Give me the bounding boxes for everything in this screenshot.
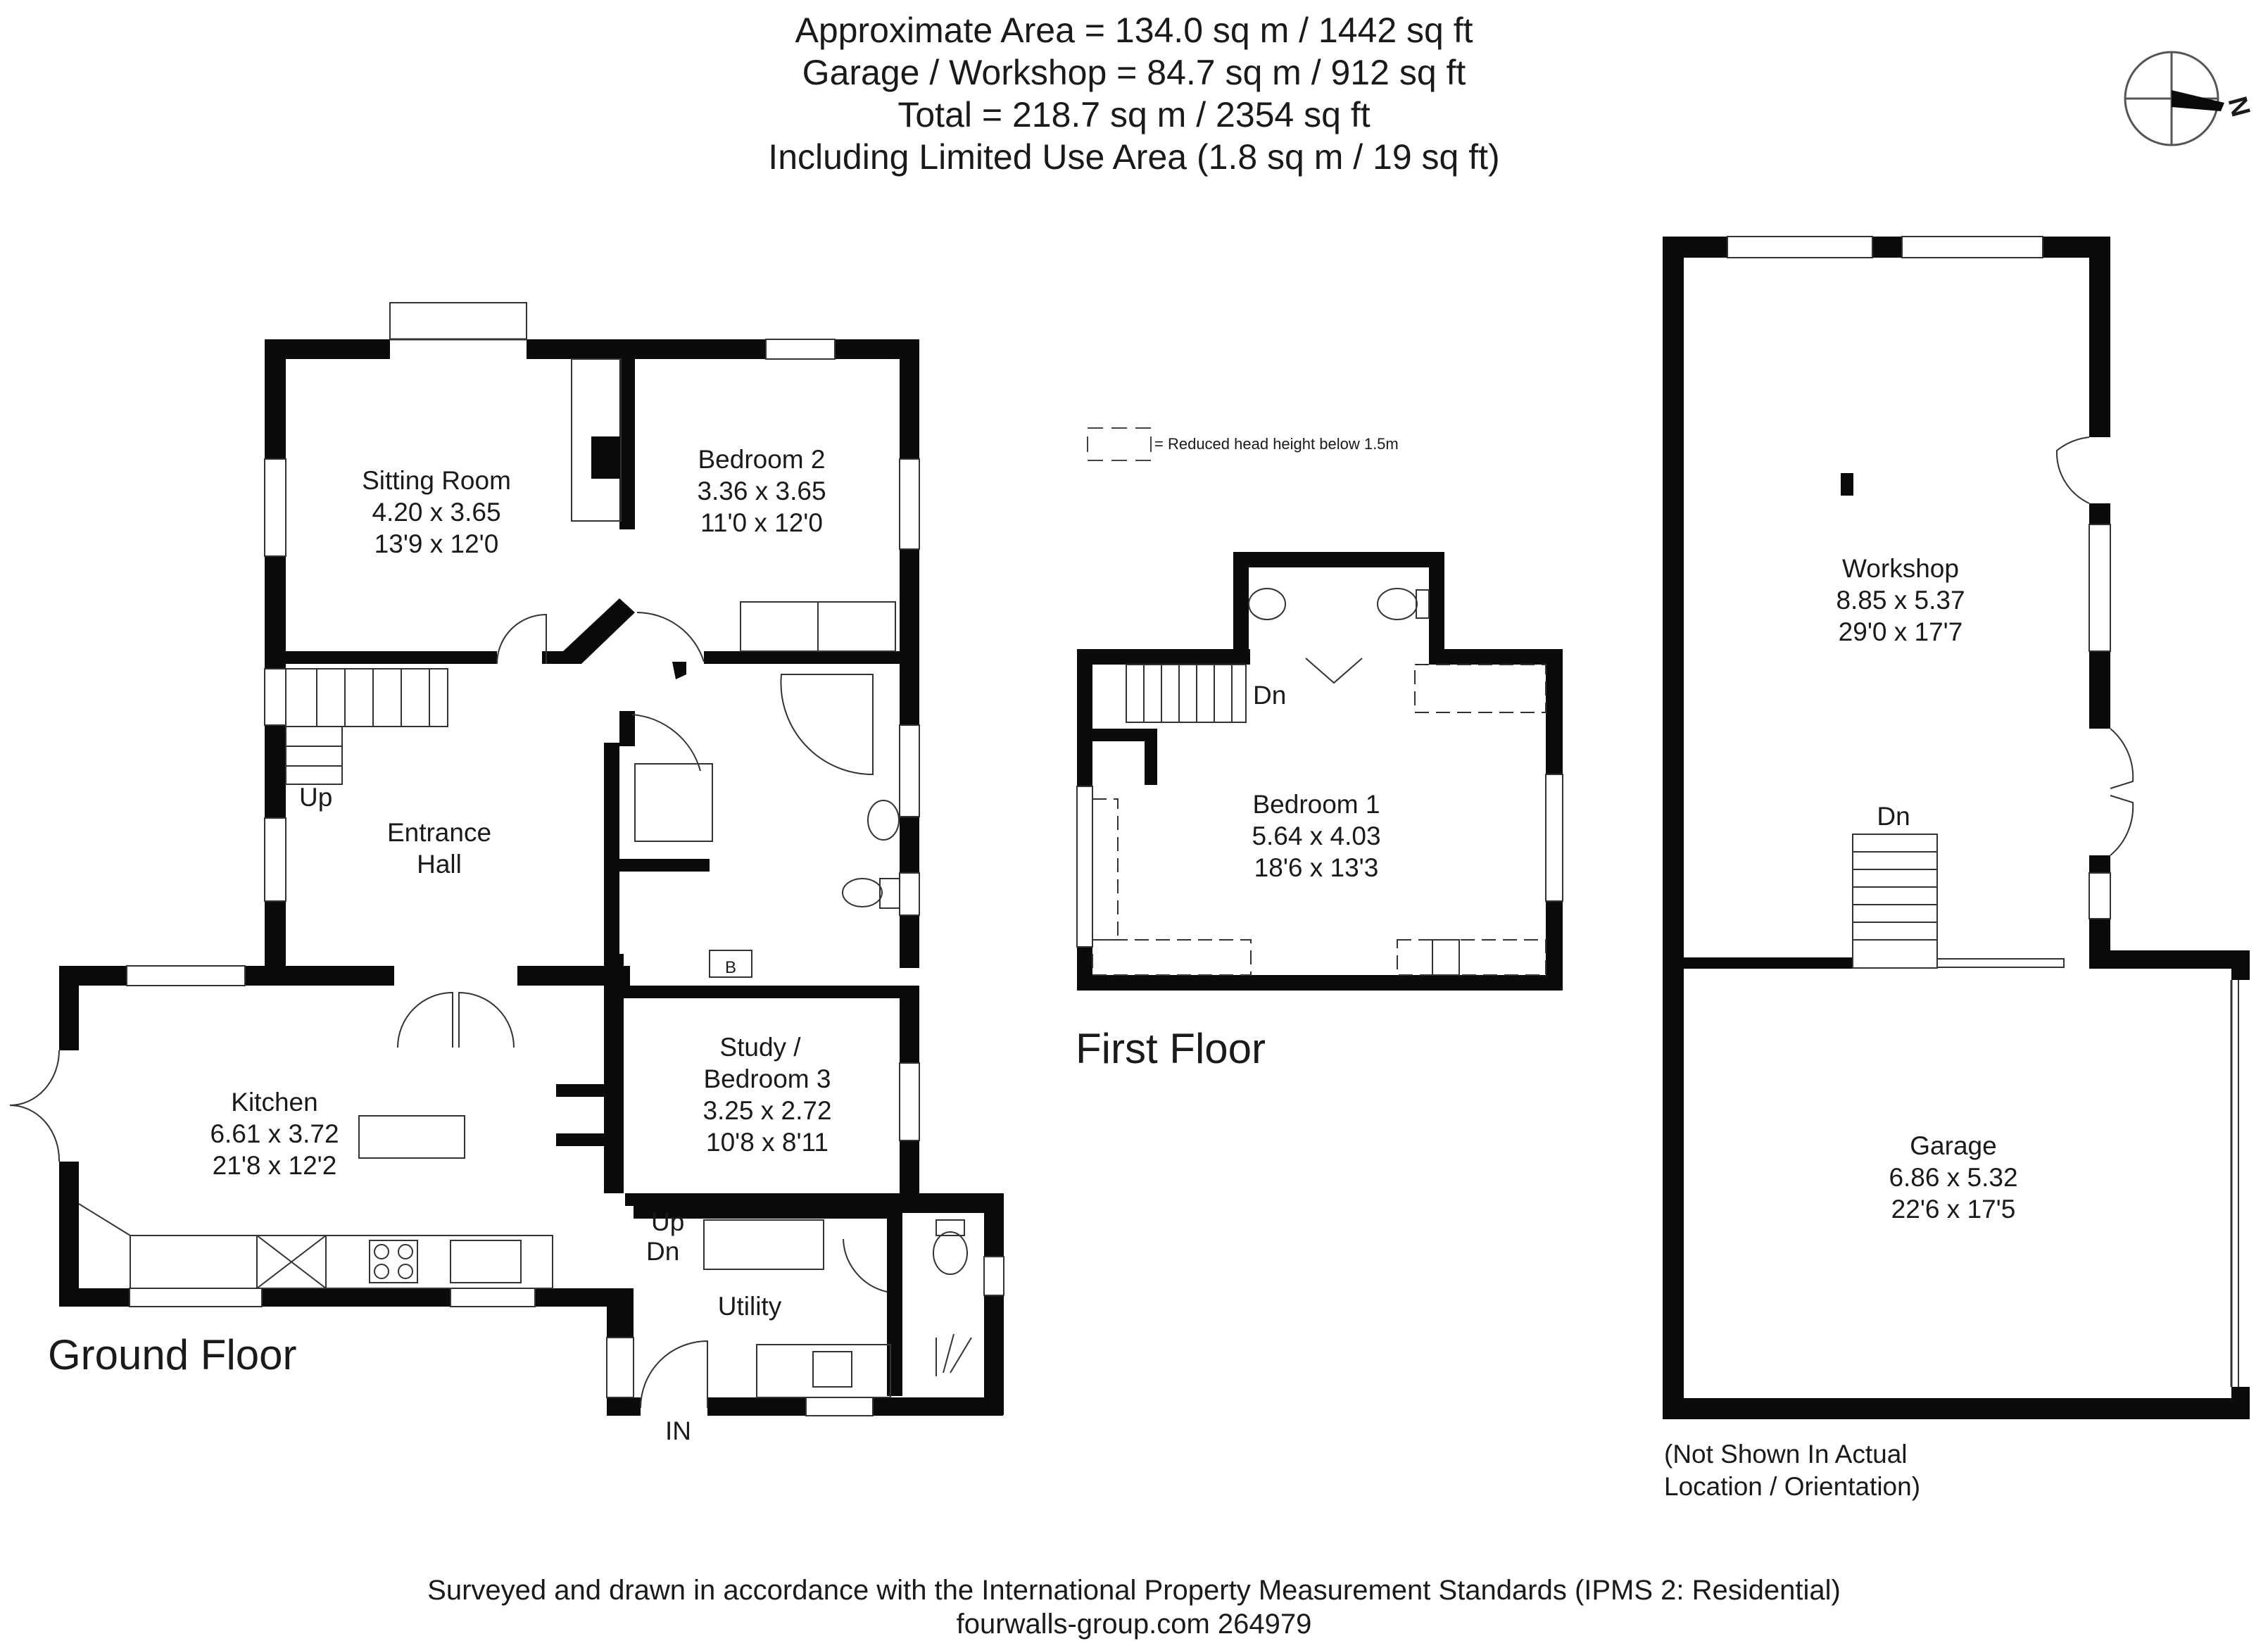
first-floor-dn-label: Dn xyxy=(1253,681,1286,710)
orientation-note-2: Location / Orientation) xyxy=(1664,1472,1920,1501)
utility-dn-label: Dn xyxy=(646,1237,679,1266)
room-name-sitting: Sitting Room xyxy=(362,466,511,495)
outbuilding-doors xyxy=(2055,436,2134,856)
outbuilding-windows xyxy=(1727,236,2239,1387)
room-name-entrance: Entrance xyxy=(387,818,491,847)
legend: = Reduced head height below 1.5m xyxy=(1087,427,1399,461)
first-floor-plan: Bedroom 1 5.64 x 4.03 18'6 x 13'3 Dn Fir… xyxy=(1076,552,1563,1072)
footer-reference: fourwalls-group.com 264979 xyxy=(957,1609,1312,1640)
area-line-2: Garage / Workshop = 84.7 sq m / 912 sq f… xyxy=(802,53,1466,92)
room-name-bedroom1: Bedroom 1 xyxy=(1253,790,1380,819)
room-name-garage: Garage xyxy=(1910,1131,1996,1160)
outbuilding-fittings xyxy=(1852,834,2065,969)
room-name-bedroom3: Bedroom 3 xyxy=(704,1064,831,1093)
room-name-utility: Utility xyxy=(718,1292,782,1321)
room-metric-study: 3.25 x 2.72 xyxy=(703,1096,831,1125)
room-name-workshop: Workshop xyxy=(1842,554,1959,583)
stair-up-label: Up xyxy=(299,783,332,812)
area-line-4: Including Limited Use Area (1.8 sq m / 1… xyxy=(768,137,1499,177)
utility-up-label: Up xyxy=(651,1207,684,1236)
area-line-3: Total = 218.7 sq m / 2354 sq ft xyxy=(897,95,1370,134)
first-floor-labels: Bedroom 1 5.64 x 4.03 18'6 x 13'3 Dn Fir… xyxy=(1076,681,1381,1072)
kitchen-island xyxy=(358,1115,465,1159)
ground-floor-labels: Sitting Room 4.20 x 3.65 13'9 x 12'0 Bed… xyxy=(48,445,832,1445)
orientation-note-1: (Not Shown In Actual xyxy=(1664,1440,1908,1469)
room-imperial-sitting: 13'9 x 12'0 xyxy=(374,529,499,558)
room-imperial-kitchen: 21'8 x 12'2 xyxy=(213,1151,337,1180)
room-imperial-workshop: 29'0 x 17'7 xyxy=(1839,617,1963,646)
compass-icon: N xyxy=(2124,51,2256,146)
first-floor-walls xyxy=(1077,552,1563,991)
room-name-study: Study / xyxy=(719,1033,801,1062)
workshop-dn-label: Dn xyxy=(1877,802,1910,831)
ground-floor-fittings xyxy=(78,358,972,1398)
footer: Surveyed and drawn in accordance with th… xyxy=(427,1575,1841,1640)
reduced-height-swatch xyxy=(1087,427,1152,461)
area-line-1: Approximate Area = 134.0 sq m / 1442 sq … xyxy=(795,11,1473,50)
room-imperial-bedroom2: 11'0 x 12'0 xyxy=(700,508,823,537)
first-floor-title: First Floor xyxy=(1076,1025,1266,1072)
room-imperial-bedroom1: 18'6 x 13'3 xyxy=(1254,853,1379,882)
room-imperial-garage: 22'6 x 17'5 xyxy=(1891,1195,2016,1224)
room-metric-bedroom2: 3.36 x 3.65 xyxy=(697,477,826,505)
area-summary: Approximate Area = 134.0 sq m / 1442 sq … xyxy=(768,11,1499,177)
footer-standards: Surveyed and drawn in accordance with th… xyxy=(427,1575,1841,1606)
compass-north-label: N xyxy=(2222,94,2256,120)
room-name-hall: Hall xyxy=(417,850,462,879)
room-metric-bedroom1: 5.64 x 4.03 xyxy=(1252,822,1380,850)
boiler-label: B xyxy=(725,958,736,977)
room-metric-workshop: 8.85 x 5.37 xyxy=(1836,586,1965,615)
room-metric-garage: 6.86 x 5.32 xyxy=(1889,1163,2017,1192)
outbuilding-walls xyxy=(1663,237,2250,1419)
ground-floor-plan: Sitting Room 4.20 x 3.65 13'9 x 12'0 Bed… xyxy=(9,302,1004,1445)
ground-floor-walls xyxy=(59,339,1004,1416)
first-floor-fittings xyxy=(1092,588,1546,976)
ground-floor-title: Ground Floor xyxy=(48,1331,297,1378)
ground-floor-doors xyxy=(9,612,888,1409)
ground-floor-windows xyxy=(126,302,1004,1416)
outbuilding-labels: Workshop 8.85 x 5.37 29'0 x 17'7 Dn Gara… xyxy=(1664,554,2018,1501)
outbuilding-plan: Workshop 8.85 x 5.37 29'0 x 17'7 Dn Gara… xyxy=(1663,236,2250,1501)
entrance-in-label: IN xyxy=(665,1416,691,1445)
room-metric-sitting: 4.20 x 3.65 xyxy=(372,498,500,527)
first-floor-windows xyxy=(1076,774,1563,948)
room-name-kitchen: Kitchen xyxy=(231,1088,317,1117)
room-metric-kitchen: 6.61 x 3.72 xyxy=(210,1119,339,1148)
room-name-bedroom2: Bedroom 2 xyxy=(698,445,826,474)
legend-text: = Reduced head height below 1.5m xyxy=(1154,435,1399,453)
room-imperial-study: 10'8 x 8'11 xyxy=(706,1128,829,1157)
